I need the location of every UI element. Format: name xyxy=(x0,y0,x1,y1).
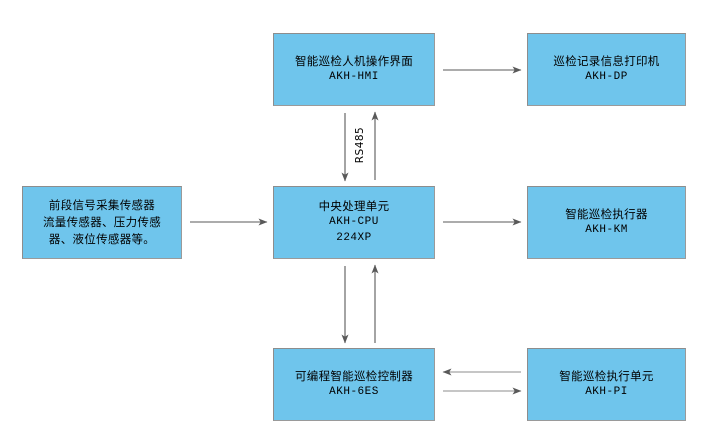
node-cpu[interactable]: 中央处理单元 AKH-CPU 224XP xyxy=(273,186,435,259)
node-printer[interactable]: 巡检记录信息打印机 AKH-DP xyxy=(527,33,686,106)
node-km[interactable]: 智能巡检执行器 AKH-KM xyxy=(527,186,686,259)
node-cpu-title: 中央处理单元 xyxy=(318,198,390,213)
edge-label-rs485: RS485 xyxy=(354,126,366,164)
node-sensors[interactable]: 前段信号采集传感器 流量传感器、压力传感 器、液位传感器等。 xyxy=(22,186,182,259)
node-hmi[interactable]: 智能巡检人机操作界面 AKH-HMI xyxy=(273,33,435,106)
node-sensors-line-2: 流量传感器、压力传感 xyxy=(43,214,161,229)
node-pi[interactable]: 智能巡检执行单元 AKH-PI xyxy=(527,348,686,421)
node-pi-model: AKH-PI xyxy=(585,385,628,398)
node-km-model: AKH-KM xyxy=(585,223,628,236)
node-cpu-model: AKH-CPU xyxy=(329,216,379,229)
node-sensors-line-1: 前段信号采集传感器 xyxy=(48,197,156,212)
node-km-title: 智能巡检执行器 xyxy=(565,207,648,222)
node-sensors-line-3: 器、液位传感器等。 xyxy=(48,232,156,247)
node-printer-model: AKH-DP xyxy=(585,70,628,83)
node-pi-title: 智能巡检执行单元 xyxy=(559,369,654,384)
node-printer-title: 巡检记录信息打印机 xyxy=(553,54,660,69)
node-6es-title: 可编程智能巡检控制器 xyxy=(295,369,413,384)
node-6es[interactable]: 可编程智能巡检控制器 AKH-6ES xyxy=(273,348,435,421)
node-hmi-title: 智能巡检人机操作界面 xyxy=(295,54,413,69)
node-6es-model: AKH-6ES xyxy=(329,385,379,398)
node-cpu-model-suffix: 224XP xyxy=(336,232,372,245)
node-hmi-model: AKH-HMI xyxy=(329,70,379,83)
